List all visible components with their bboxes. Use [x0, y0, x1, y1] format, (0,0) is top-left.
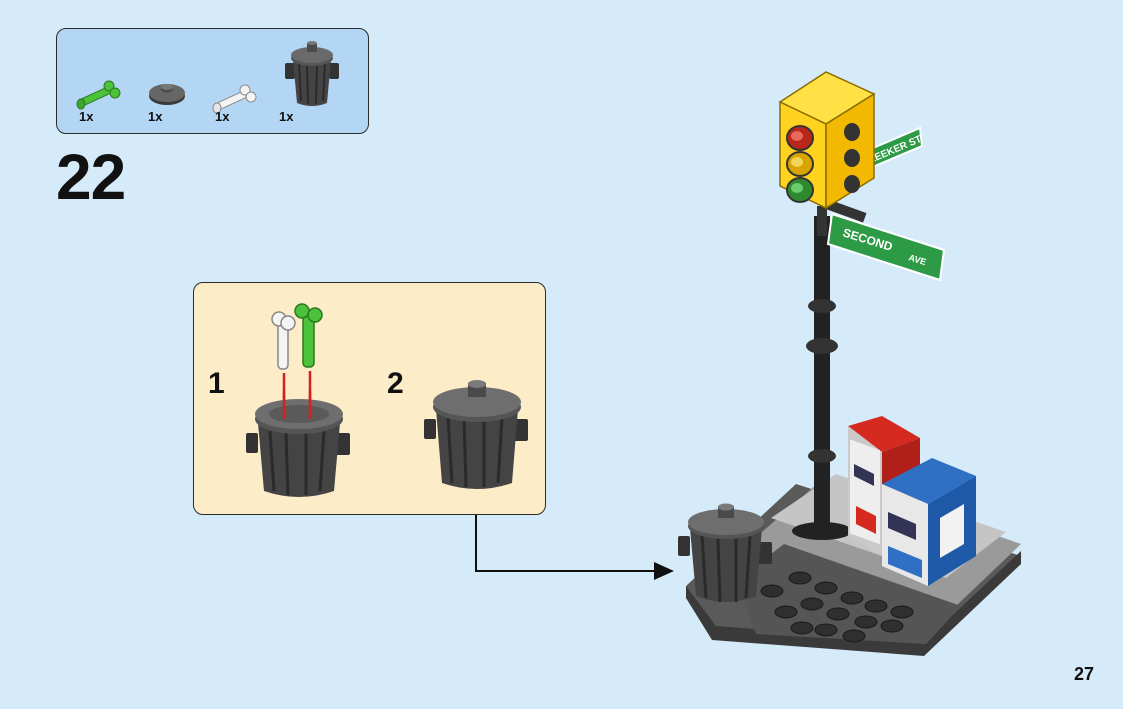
green-bone-icon — [76, 80, 121, 110]
white-bone-icon — [212, 84, 257, 114]
sub-step-label: 1 — [208, 367, 225, 400]
trash-can-icon — [424, 380, 528, 489]
sub-step-label: 2 — [387, 367, 404, 400]
green-bone-icon — [294, 303, 323, 368]
trash-can-icon — [285, 41, 339, 106]
trash-can-icon — [678, 503, 772, 603]
traffic-light — [778, 71, 876, 210]
parts-list-box: 1x 1x 1x 1x — [56, 28, 369, 134]
light-green — [786, 177, 814, 203]
sub-assembly-box: 1 2 — [193, 282, 546, 515]
part-qty: 1x — [215, 109, 230, 124]
page-number: 27 — [1073, 664, 1094, 684]
part-qty: 1x — [148, 109, 163, 124]
lamp-pole — [792, 206, 852, 540]
blue-newspaper-box — [882, 458, 976, 586]
light-yellow — [786, 151, 814, 177]
dark-round-plate-icon — [149, 84, 185, 105]
street-corner-model: BLEEKER ST SECOND AVE — [678, 71, 1021, 656]
part-qty: 1x — [79, 109, 94, 124]
part-qty: 1x — [279, 109, 294, 124]
street-sign-second: SECOND AVE — [826, 212, 946, 282]
trash-can-icon — [246, 391, 350, 497]
sub-step-1-illustration — [246, 303, 350, 497]
light-red — [786, 125, 814, 151]
white-bone-icon — [271, 311, 296, 370]
street-sign-second-suffix: AVE — [907, 252, 927, 267]
step-number: 22 — [56, 141, 126, 213]
